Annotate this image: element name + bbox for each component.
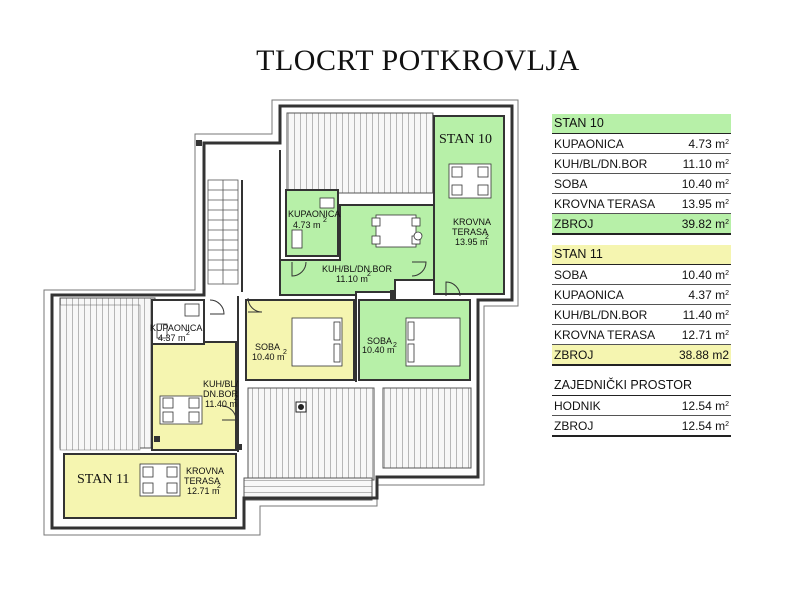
room-area-sup: 2 [217, 483, 221, 490]
room-area: 10.40 m [362, 345, 395, 355]
room-area-sup: 2 [283, 349, 287, 356]
room-label: TERASA [184, 476, 220, 486]
room-area-sup: 2 [367, 271, 371, 278]
room-label: KUPAONICA [288, 209, 340, 219]
roof-slope [382, 387, 472, 469]
legend-total-value: 38.88 m2 [678, 348, 729, 362]
legend-row: SOBA 10.40 m2 [552, 174, 731, 194]
legend-row: SOBA 10.40 m2 [552, 265, 731, 285]
room-area: 11.40 m [205, 399, 237, 409]
chimney-icon [295, 401, 307, 413]
stan10-terrace [433, 115, 505, 295]
page-title: TLOCRT POTKROVLJA [256, 44, 580, 77]
legend-row: HODNIK 12.54 m2 [552, 396, 731, 416]
legend-room-name: KROVNA TERASA [554, 197, 656, 211]
room-area-sup: 2 [485, 234, 489, 241]
legend-room-area: 11.40 m2 [682, 308, 729, 322]
room-label: KUH/BL/ [203, 379, 239, 389]
legend-row: KUH/BL/DN.BOR 11.40 m2 [552, 305, 731, 325]
roof-slope [247, 387, 375, 481]
dining-set-stan11 [139, 395, 203, 497]
room-label: KUPAONICA [150, 323, 202, 333]
staircase [207, 179, 239, 285]
legend-total-row: ZBROJ 38.88 m2 [552, 345, 731, 366]
legend-room-name: HODNIK [554, 399, 601, 413]
legend-row: KUH/BL/DN.BOR 11.10 m2 [552, 154, 731, 174]
room-label: KROVNA [186, 466, 224, 476]
legend-room-name: SOBA [554, 177, 588, 191]
legend-total-label: ZBROJ [554, 217, 594, 231]
room-label: DN.BOR [203, 389, 239, 399]
legend-room-name: KROVNA TERASA [554, 328, 656, 342]
door-swing [209, 261, 461, 421]
bed [291, 317, 461, 367]
room-area-sup: 2 [186, 330, 190, 337]
dining-set-stan10 [371, 163, 492, 248]
legend-room-name: KUH/BL/DN.BOR [554, 308, 648, 322]
room-label: TERASA [452, 227, 488, 237]
roof-slope [243, 477, 373, 501]
legend-total-value: 12.54 m2 [681, 419, 729, 433]
stan10-label: STAN 10 [439, 132, 492, 147]
legend-row: KUPAONICA 4.37 m2 [552, 285, 731, 305]
room-area: 13.95 m [455, 237, 488, 247]
legend-room-area: 11.10 m2 [682, 157, 729, 171]
roof-slope [59, 304, 141, 451]
legend-room-area: 12.71 m2 [681, 328, 729, 342]
room-area-sup: 2 [323, 217, 327, 224]
room-label: SOBA [255, 342, 280, 352]
room-area: 10.40 m [252, 352, 285, 362]
area-legend: STAN 10 KUPAONICA 4.73 m2 KUH/BL/DN.BOR … [552, 114, 731, 437]
legend-total-label: ZBROJ [554, 419, 594, 433]
legend-total-value: 39.82 m2 [681, 217, 729, 231]
legend-total-label: ZBROJ [554, 348, 594, 362]
legend-row: KROVNA TERASA 12.71 m2 [552, 325, 731, 345]
legend-total-row: ZBROJ 39.82 m2 [552, 214, 731, 235]
legend-stan11-title: STAN 11 [552, 245, 731, 265]
legend-room-area: 12.54 m2 [681, 399, 729, 413]
legend-room-name: KUH/BL/DN.BOR [554, 157, 648, 171]
legend-stan10-title: STAN 10 [552, 114, 731, 134]
room-area-sup: 2 [234, 395, 238, 402]
room-label: KROVNA [453, 217, 491, 227]
legend-room-name: SOBA [554, 268, 588, 282]
outer-wall [50, 104, 514, 530]
legend-room-area: 4.73 m2 [688, 137, 729, 151]
legend-room-name: KUPAONICA [554, 137, 624, 151]
stan11-label: STAN 11 [77, 472, 129, 487]
legend-room-area: 13.95 m2 [681, 197, 729, 211]
room-area: 4.37 m [158, 333, 186, 343]
legend-room-name: KUPAONICA [554, 288, 624, 302]
room-area: 12.71 m [187, 486, 220, 496]
room-label: KUH/BL/DN.BOR [322, 264, 393, 274]
legend-room-area: 10.40 m2 [681, 177, 729, 191]
legend-room-area: 4.37 m2 [688, 288, 729, 302]
roof-slope [286, 112, 434, 194]
legend-row: KROVNA TERASA 13.95 m2 [552, 194, 731, 214]
room-area-sup: 2 [393, 342, 397, 349]
legend-total-row: ZBROJ 12.54 m2 [552, 416, 731, 437]
room-label: SOBA [367, 336, 392, 346]
room-area: 4.73 m [293, 220, 321, 230]
room-area: 11.10 m [336, 274, 368, 284]
bathroom-fixtures [156, 197, 423, 339]
legend-row: KUPAONICA 4.73 m2 [552, 134, 731, 154]
legend-room-area: 10.40 m2 [681, 268, 729, 282]
legend-common-title: ZAJEDNIČKI PROSTOR [552, 376, 731, 396]
column [154, 140, 396, 450]
